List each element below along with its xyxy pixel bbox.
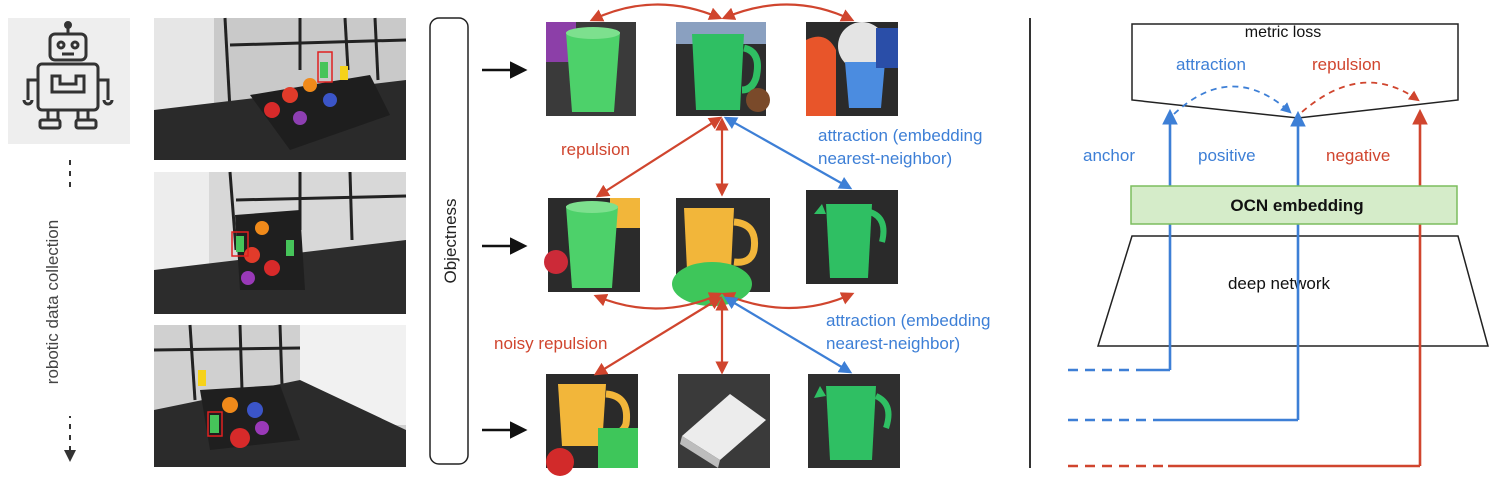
repulsion-arrow-top-right: [721, 3, 855, 22]
negative-label: negative: [1326, 146, 1390, 165]
robotic-data-collection-label: robotic data collection: [43, 220, 62, 384]
time-arrow-head: [64, 450, 76, 462]
noisy-repulsion-arrow-left: [593, 296, 723, 376]
repulsion-arrow-top-left: [589, 3, 723, 22]
anchor-label: anchor: [1083, 146, 1135, 165]
crop-r2-yellow-mug: [672, 198, 770, 306]
deep-network-box: [1096, 235, 1489, 347]
objectness-box: [429, 17, 469, 465]
attraction-arrow-r1-r2: [723, 116, 853, 190]
deep-network-label: deep network: [1228, 274, 1331, 293]
scene-photo-1: [154, 17, 407, 160]
ocn-embedding-box: [1130, 185, 1458, 225]
metric-loss-label: metric loss: [1245, 24, 1321, 41]
crop-r3-green-pitcher: [808, 374, 900, 468]
crop-r1-green-cup: [546, 22, 636, 116]
scene-photo-2: [154, 171, 407, 314]
crop-r3-yellow-mug: [546, 374, 638, 476]
attraction-legend-label: attraction: [1176, 55, 1246, 74]
repulsion-arrow-r1-r2-left: [595, 116, 723, 198]
attraction-label-1b: nearest-neighbor): [818, 149, 952, 168]
attraction-label-1a: attraction (embedding: [818, 126, 982, 145]
crop-r1-green-pitcher: [676, 22, 770, 116]
crop-r2-green-cup: [544, 198, 640, 292]
crop-r1-cup-ball: [806, 22, 898, 116]
repulsion-label: repulsion: [561, 140, 630, 159]
crop-r3-white-block: [678, 374, 770, 468]
attraction-arrow-r2-r3: [723, 296, 853, 374]
repulsion-dashed-arc: [1301, 81, 1420, 113]
attraction-label-2b: nearest-neighbor): [826, 334, 960, 353]
robot-icon: [8, 18, 130, 144]
metric-loss-box: [1131, 23, 1459, 119]
repulsion-legend-label: repulsion: [1312, 55, 1381, 74]
scene-photo-3: [153, 324, 406, 467]
attraction-dashed-arc: [1173, 85, 1292, 115]
ocn-embedding-label: OCN embedding: [1230, 196, 1363, 215]
attraction-label-2a: attraction (embedding: [826, 311, 990, 330]
crop-r2-green-pitcher: [806, 190, 898, 284]
positive-label: positive: [1198, 146, 1256, 165]
objectness-label: Objectness: [441, 198, 460, 283]
noisy-repulsion-label: noisy repulsion: [494, 334, 607, 353]
